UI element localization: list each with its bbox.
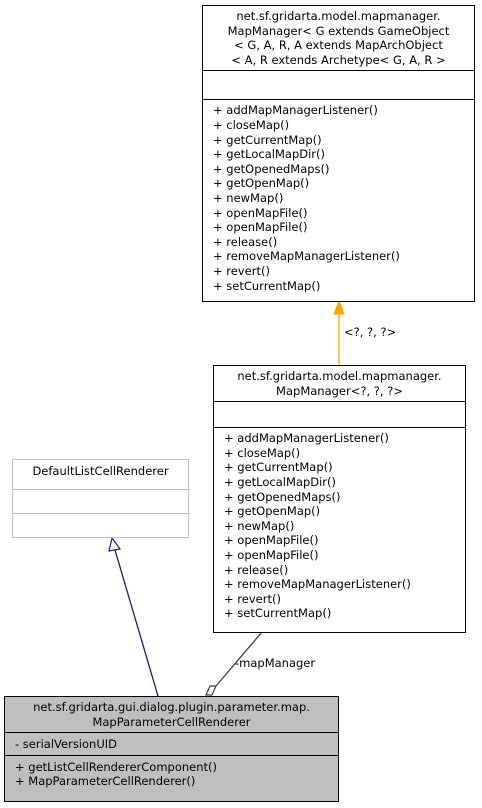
method-item: + getCurrentMap() — [213, 132, 322, 147]
method-item: + revert() — [224, 591, 281, 606]
method-item: + release() — [213, 234, 278, 249]
map-parameter-cell-renderer-title: net.sf.gridarta.gui.dialog.plugin.parame… — [5, 697, 338, 732]
inheritance-edge — [114, 549, 159, 697]
title-line: net.sf.gridarta.model.mapmanager. — [236, 9, 441, 23]
method-item: + setCurrentMap() — [224, 606, 332, 621]
method-item: + getLocalMapDir() — [224, 474, 337, 489]
association-diamond — [205, 685, 217, 696]
method-item: + getOpenMap() — [213, 176, 310, 191]
default-list-cell-renderer-attributes — [13, 488, 188, 513]
method-item: + newMap() — [213, 190, 284, 205]
method-item: + getCurrentMap() — [224, 460, 333, 475]
title-line: MapParameterCellRenderer — [92, 714, 251, 729]
method-item: + setCurrentMap() — [213, 278, 321, 293]
association-edge — [215, 631, 263, 687]
method-item: + getLocalMapDir() — [213, 147, 326, 162]
title-line: < G, A, R, A extends MapArchObject — [234, 38, 443, 53]
map-parameter-cell-renderer-attributes: - serialVersionUID — [5, 732, 338, 755]
association-label: -mapManager — [235, 656, 316, 670]
method-item: + removeMapManagerListener() — [224, 577, 411, 592]
title-line: < A, R extends Archetype< G, A, R > — [231, 52, 446, 67]
method-item: + getListCellRendererComponent() — [15, 759, 218, 774]
method-item: + openMapFile() — [213, 220, 308, 235]
bound-map-manager-methods: + addMapManagerListener() + closeMap() +… — [214, 427, 465, 621]
method-item: + MapParameterCellRenderer() — [15, 774, 196, 789]
generic-map-manager-class: net.sf.gridarta.model.mapmanager. MapMan… — [202, 5, 475, 302]
method-item: + openMapFile() — [224, 547, 319, 562]
method-item: + getOpenedMaps() — [224, 489, 341, 504]
method-item: + closeMap() — [224, 445, 301, 460]
title-line: MapManager< G extends GameObject — [227, 23, 450, 38]
generic-map-manager-title: net.sf.gridarta.model.mapmanager. MapMan… — [203, 6, 474, 70]
method-item: + closeMap() — [213, 117, 290, 132]
map-parameter-cell-renderer-class: net.sf.gridarta.gui.dialog.plugin.parame… — [4, 696, 339, 802]
bound-map-manager-class: net.sf.gridarta.model.mapmanager. MapMan… — [213, 365, 466, 633]
title-line: MapManager<?, ?, ?> — [276, 383, 403, 398]
method-item: + addMapManagerListener() — [224, 431, 389, 446]
method-item: + getOpenMap() — [224, 504, 321, 519]
template-binding-arrowhead — [333, 299, 345, 315]
default-list-cell-renderer-class: DefaultListCellRenderer — [12, 459, 189, 538]
method-item: + openMapFile() — [213, 205, 308, 220]
method-item: + release() — [224, 562, 289, 577]
method-item: + addMapManagerListener() — [213, 103, 378, 118]
inheritance-arrowhead — [108, 536, 122, 552]
method-item: + newMap() — [224, 518, 295, 533]
title-line: DefaultListCellRenderer — [32, 464, 169, 478]
method-item: + revert() — [213, 263, 270, 278]
generic-map-manager-attributes — [203, 70, 474, 99]
default-list-cell-renderer-methods — [13, 512, 188, 535]
method-item: + getOpenedMaps() — [213, 161, 330, 176]
template-binding-label: <?, ?, ?> — [344, 325, 397, 339]
bound-map-manager-title: net.sf.gridarta.model.mapmanager. MapMan… — [214, 366, 465, 401]
method-item: + openMapFile() — [224, 533, 319, 548]
generic-map-manager-methods: + addMapManagerListener() + closeMap() +… — [203, 99, 474, 293]
title-line: net.sf.gridarta.gui.dialog.plugin.parame… — [33, 700, 310, 714]
map-parameter-cell-renderer-methods: + getListCellRendererComponent() + MapPa… — [5, 754, 338, 789]
bound-map-manager-attributes — [214, 401, 465, 427]
attribute-item: - serialVersionUID — [15, 737, 117, 752]
method-item: + removeMapManagerListener() — [213, 249, 400, 264]
default-list-cell-renderer-title: DefaultListCellRenderer — [13, 460, 188, 489]
title-line: net.sf.gridarta.model.mapmanager. — [237, 369, 442, 383]
